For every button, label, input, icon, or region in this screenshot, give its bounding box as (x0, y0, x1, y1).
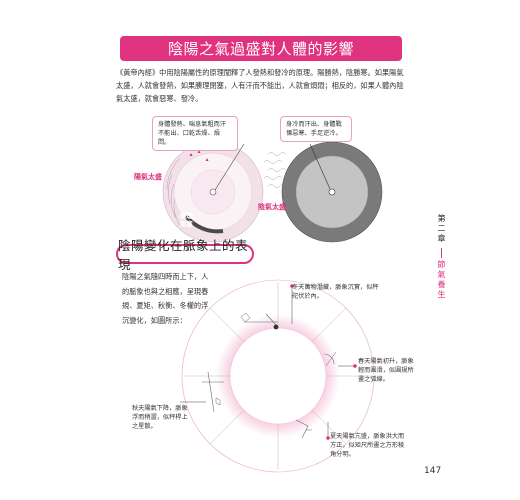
intro-paragraph: 《黃帝內經》中用陰陽屬性的原理闡釋了人發熱和發冷的原理。陽勝熱，陰勝寒。如果陽氣… (116, 68, 404, 103)
section2-title-text: 陰陽變化在脈象上的表現 (118, 238, 249, 272)
chapter-label: 第二章 (437, 214, 446, 243)
section2-title: 陰陽變化在脈象上的表現 (116, 238, 254, 272)
section-title-text: 陰陽之氣過盛對人體的影響 (167, 40, 354, 58)
note-spring: 春天陽氣初升，脈象輕而圓滑，似圓規所畫之弧線。 (358, 358, 414, 383)
chapter-topic: 節氣養生 (437, 260, 446, 299)
center-dot (328, 188, 336, 196)
yang-excess-diagram (162, 141, 264, 243)
section-title: 陰陽之氣過盛對人體的影響 (120, 36, 402, 61)
seasonal-pulse-diagram (180, 279, 375, 473)
label-yin-excess: 陰氣太盛 (258, 203, 286, 211)
chapter-tab-divider (440, 248, 442, 258)
callout-yin-symptoms: 身冷而汗出、身體戰慄惡寒、手足逆冷。 (280, 116, 352, 142)
center-dot (209, 188, 217, 196)
note-autumn: 秋天陽氣下降，脈象浮而稍澀，似秤桿上之星散。 (132, 405, 188, 430)
page-number: 147 (424, 466, 442, 476)
pulse-paragraph: 陰陽之氣隨四時而上下，人的脈象也與之相應，呈現春規、夏矩、秋衡、冬權的浮沉變化，… (122, 272, 209, 325)
note-winter: 冬天萬物潛藏，脈象沉實，似秤砣伏於內。 (292, 284, 379, 300)
yin-excess-diagram (263, 141, 383, 243)
chapter-tab: 第二章 節氣養生 (436, 214, 447, 300)
label-pores-closed: 腠理閉塞 (180, 212, 193, 228)
label-yang-excess: 陽氣太盛 (134, 173, 162, 181)
note-summer: 夏天陽氣亢盛，脈象洪大而方正，似矩尺所畫之方形稜角分明。 (330, 433, 405, 458)
callout-yang-symptoms: 身體發熱、喘息氣粗而汗不能出、口乾舌燥、煩悶。 (152, 116, 238, 151)
